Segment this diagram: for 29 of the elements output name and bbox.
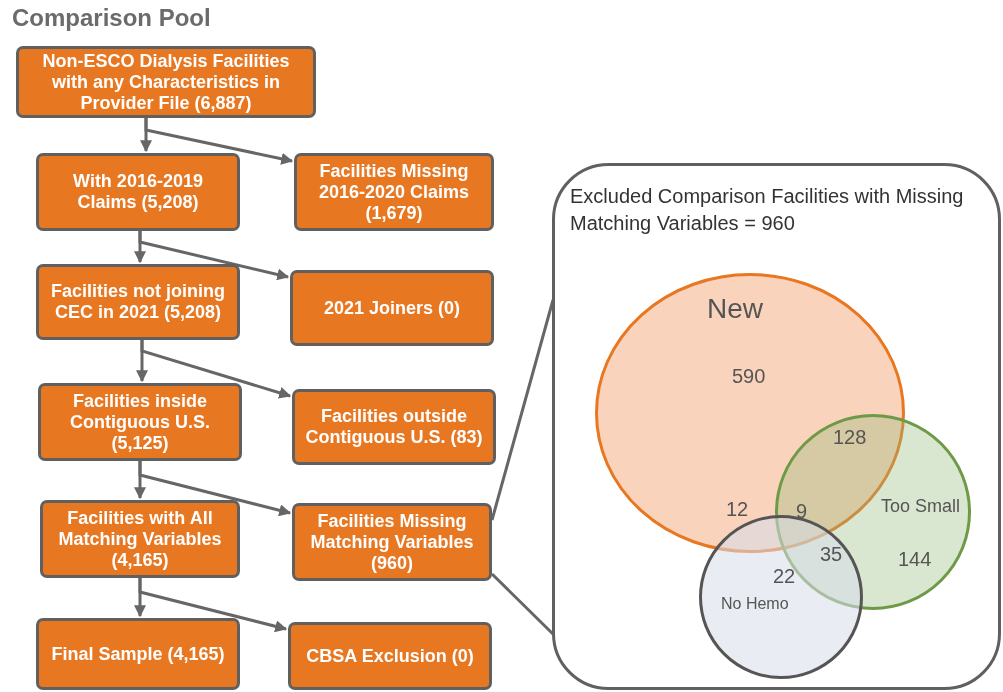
region-count: 144: [898, 548, 932, 571]
region-count: 9: [796, 500, 808, 523]
process-box: CBSA Exclusion (0): [288, 622, 492, 690]
arrow: [138, 461, 292, 517]
region-count: 590: [732, 365, 766, 388]
diagram-title: Comparison Pool: [12, 4, 211, 32]
region-count: 12: [726, 498, 749, 521]
panel-title: Excluded Comparison Facilities with Missing Matching Variables = 960: [570, 184, 965, 236]
arrow: [144, 118, 294, 165]
process-box: Non-ESCO Dialysis Facilities with any Characteristics in Provider File (6,887): [16, 46, 316, 118]
process-box: Final Sample (4,165): [36, 618, 240, 690]
arrow: [140, 340, 292, 399]
region-count: 22: [773, 565, 796, 588]
process-box: Facilities Missing 2016-2020 Claims (1,679): [294, 153, 494, 231]
process-box: Facilities Missing Matching Variables (960): [292, 503, 492, 581]
region-count: 35: [820, 543, 843, 566]
process-box: Facilities not joining CEC in 2021 (5,208): [36, 264, 240, 340]
zoom-line: [490, 298, 555, 636]
circle-label: Too Small: [881, 496, 961, 517]
circle-label: No Hemo: [721, 595, 789, 613]
arrow: [138, 578, 288, 633]
region-count: 128: [833, 426, 867, 449]
process-box: With 2016-2019 Claims (5,208): [36, 153, 240, 231]
process-box: Facilities with All Matching Variables (4,165): [40, 500, 240, 578]
arrow: [138, 231, 290, 281]
process-box: Facilities outside Contiguous U.S. (83): [292, 389, 496, 465]
process-box: 2021 Joiners (0): [290, 270, 494, 346]
process-box: Facilities inside Contiguous U.S. (5,125): [38, 383, 242, 461]
circle-label: New: [707, 293, 763, 325]
